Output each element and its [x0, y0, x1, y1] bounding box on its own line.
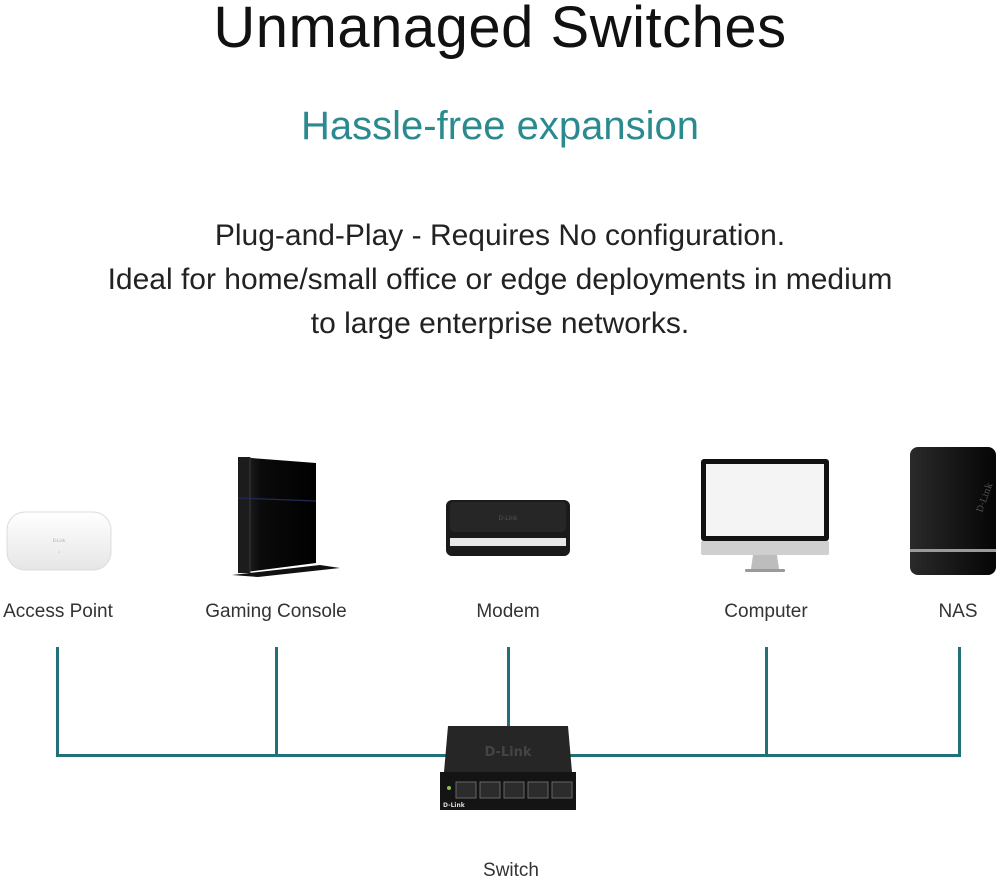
- device-label-switch: Switch: [483, 860, 539, 881]
- modem-icon: D-Link: [444, 498, 572, 565]
- gaming-console-icon: [230, 455, 340, 585]
- device-label-modem: Modem: [476, 601, 540, 622]
- access-point-icon: D-Link: [4, 508, 114, 581]
- device-label-nas: NAS: [938, 601, 978, 622]
- svg-text:D-Link: D-Link: [53, 538, 66, 543]
- svg-text:D-Link: D-Link: [498, 515, 518, 522]
- connector-gaming-console: [275, 647, 278, 757]
- connector-access-point: [56, 647, 59, 757]
- description-line: to large enterprise networks.: [310, 307, 690, 340]
- connector-nas: [958, 647, 961, 757]
- device-label-gaming-console: Gaming Console: [205, 601, 347, 622]
- description: Plug-and-Play - Requires No configuratio…: [0, 214, 1000, 346]
- page-subtitle: Hassle-free expansion: [301, 104, 699, 148]
- svg-text:D-Link: D-Link: [484, 745, 531, 760]
- switch-icon: D-Link D-Link: [440, 726, 576, 823]
- connector-modem: [507, 647, 510, 727]
- page-title: Unmanaged Switches: [213, 0, 787, 60]
- connector-computer: [765, 647, 768, 757]
- computer-icon: [699, 457, 831, 582]
- device-label-computer: Computer: [724, 601, 808, 622]
- description-line: Plug-and-Play - Requires No configuratio…: [214, 219, 786, 252]
- svg-text:D-Link: D-Link: [443, 802, 466, 809]
- description-line: Ideal for home/small office or edge depl…: [107, 263, 893, 296]
- nas-icon: D-Link: [906, 443, 1000, 586]
- device-label-access-point: Access Point: [3, 601, 113, 622]
